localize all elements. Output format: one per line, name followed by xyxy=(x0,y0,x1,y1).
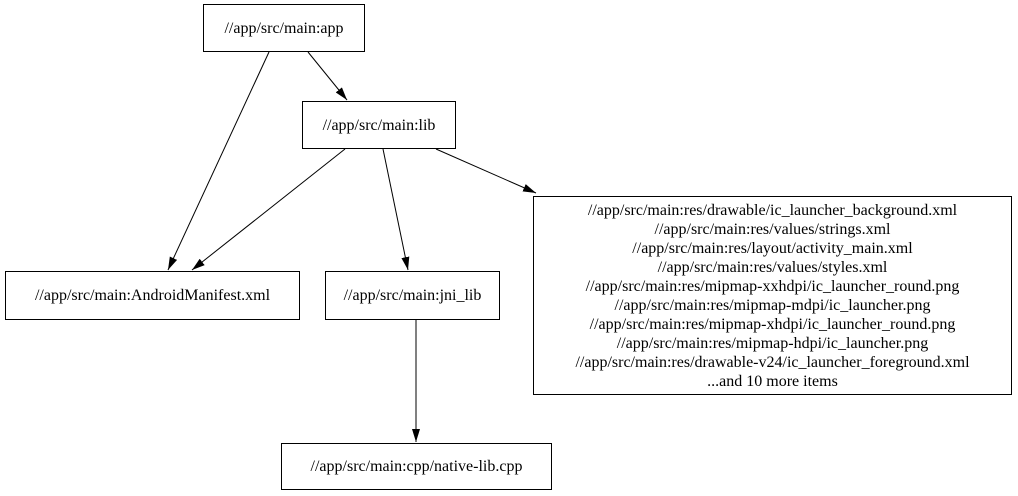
res-file-line: //app/src/main:res/values/strings.xml xyxy=(654,220,891,238)
edge-app-to-androidmanifest xyxy=(167,51,270,271)
edge-lib-to-resgroup xyxy=(435,148,537,194)
node-app-label: //app/src/main:app xyxy=(224,19,344,37)
node-lib-label: //app/src/main:lib xyxy=(322,116,436,134)
node-jnilib-label: //app/src/main:jni_lib xyxy=(343,287,482,304)
node-resgroup: //app/src/main:res/drawable/ic_launcher_… xyxy=(533,196,1012,395)
res-file-line: //app/src/main:res/layout/activity_main.… xyxy=(632,239,913,257)
res-file-line: //app/src/main:res/drawable-v24/ic_launc… xyxy=(575,353,970,371)
res-file-line: //app/src/main:res/drawable/ic_launcher_… xyxy=(587,201,958,219)
edge-lib-to-jnilib xyxy=(382,148,410,271)
node-nativelib: //app/src/main:cpp/native-lib.cpp xyxy=(281,443,552,490)
node-androidmanifest-label: //app/src/main:AndroidManifest.xml xyxy=(34,287,271,304)
node-jnilib: //app/src/main:jni_lib xyxy=(325,271,500,320)
edge-lib-to-androidmanifest xyxy=(191,148,346,271)
res-group-more-items: ...and 10 more items xyxy=(707,372,838,390)
res-file-line: //app/src/main:res/mipmap-hdpi/ic_launch… xyxy=(616,334,929,352)
node-lib: //app/src/main:lib xyxy=(302,101,456,149)
node-androidmanifest: //app/src/main:AndroidManifest.xml xyxy=(5,271,300,320)
node-nativelib-label: //app/src/main:cpp/native-lib.cpp xyxy=(310,458,523,475)
res-file-line: //app/src/main:res/mipmap-xxhdpi/ic_laun… xyxy=(585,277,960,295)
res-file-line: //app/src/main:res/mipmap-mdpi/ic_launch… xyxy=(614,296,931,314)
edge-app-to-lib xyxy=(307,51,348,101)
res-file-line: //app/src/main:res/values/styles.xml xyxy=(657,258,888,276)
node-app: //app/src/main:app xyxy=(203,4,365,52)
res-file-line: //app/src/main:res/mipmap-xhdpi/ic_launc… xyxy=(589,315,956,333)
